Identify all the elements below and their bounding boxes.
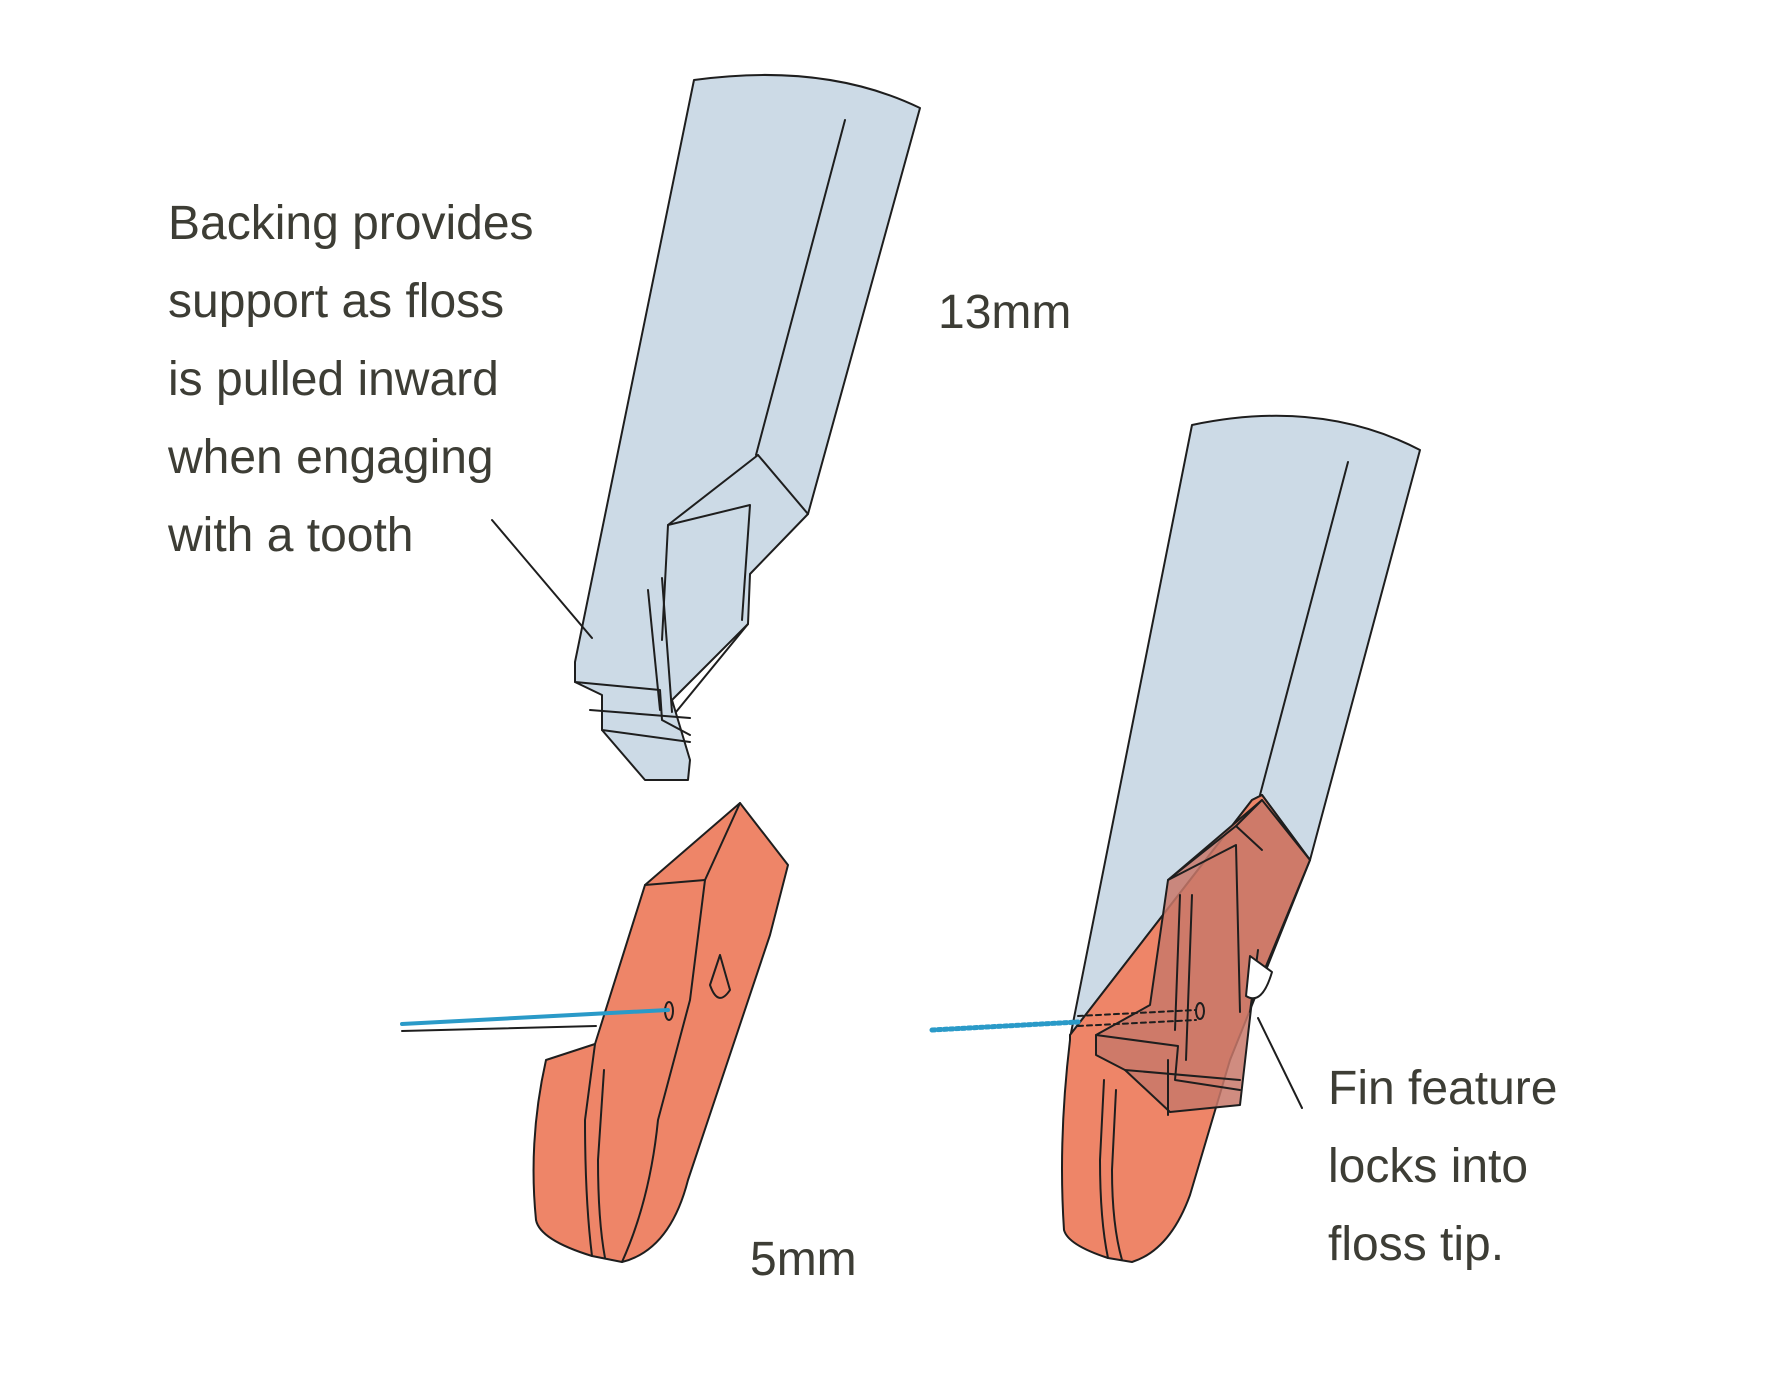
backing-label-line-3: is pulled inward <box>168 353 499 406</box>
fin-label-line-1: Fin feature <box>1328 1062 1558 1115</box>
left-tip <box>532 802 789 1263</box>
backing-leader-line <box>491 519 593 639</box>
fin-label: Fin feature locks into floss tip. <box>1328 1050 1557 1284</box>
dimension-label-13mm: 13mm <box>938 286 1072 339</box>
left-handle <box>574 74 921 781</box>
fin-label-line-3: floss tip. <box>1328 1218 1505 1271</box>
fin-label-line-2: locks into <box>1328 1140 1529 1193</box>
right-fin-icon <box>1245 955 1273 1000</box>
backing-label: Backing provides support as floss is pul… <box>168 185 534 575</box>
right-floss <box>929 1009 1197 1033</box>
backing-label-line-2: support as floss <box>168 275 505 328</box>
fin-leader-line <box>1257 1017 1303 1109</box>
backing-label-line-4: when engaging <box>168 431 494 484</box>
right-insert <box>1095 799 1311 1116</box>
backing-label-line-1: Backing provides <box>168 197 534 250</box>
left-floss <box>400 1008 670 1032</box>
left-fin-hole-icon <box>709 954 731 999</box>
backing-label-line-5: with a tooth <box>168 509 414 562</box>
dimension-label-5mm: 5mm <box>750 1233 857 1286</box>
